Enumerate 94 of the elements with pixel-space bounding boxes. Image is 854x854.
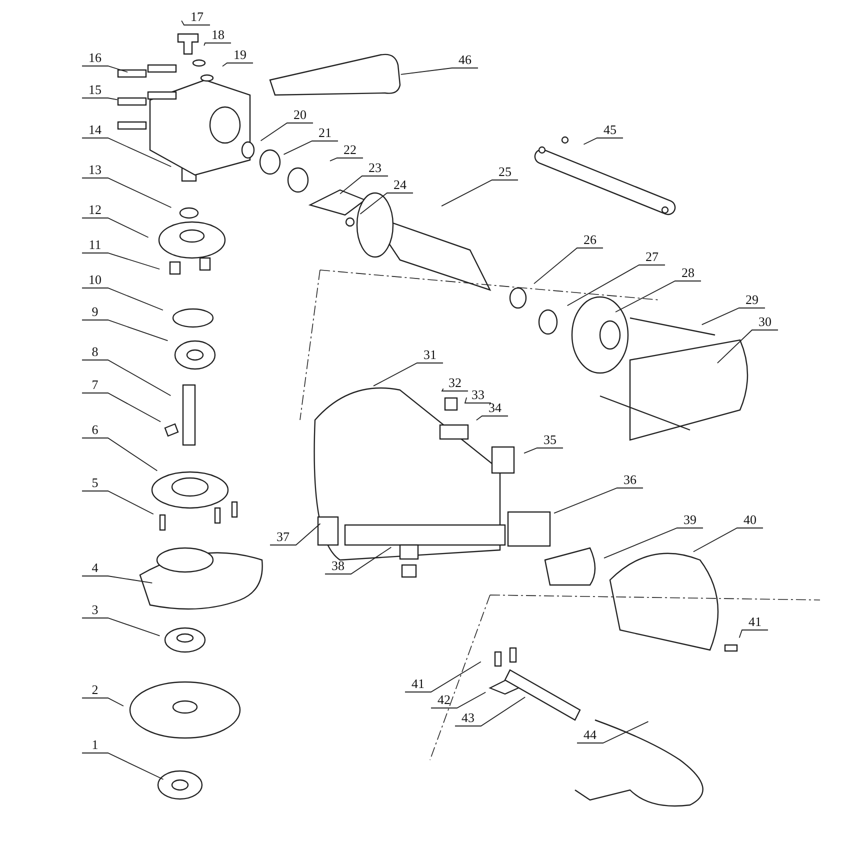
leader-line xyxy=(464,397,492,404)
leader-line xyxy=(716,330,778,364)
callout-number: 40 xyxy=(737,512,763,528)
callout-number: 9 xyxy=(82,304,108,320)
leader-line xyxy=(82,438,158,472)
callout-number: 41 xyxy=(405,676,431,692)
leader-line xyxy=(400,68,478,75)
leader-line xyxy=(454,696,526,726)
callout-number: 45 xyxy=(597,122,623,138)
callout-number: 42 xyxy=(431,692,457,708)
callout-number: 11 xyxy=(82,237,108,253)
leader-line xyxy=(701,308,766,326)
callout-number: 21 xyxy=(312,125,338,141)
leader-line xyxy=(181,20,210,26)
callout-number: 36 xyxy=(617,472,643,488)
callout-number: 46 xyxy=(452,52,478,68)
leader-line xyxy=(82,360,172,396)
leader-line xyxy=(82,490,154,515)
callout-number: 32 xyxy=(442,375,468,391)
leader-line xyxy=(441,388,468,392)
leader-line xyxy=(82,252,160,270)
leader-line xyxy=(270,523,321,546)
leader-line xyxy=(82,698,124,706)
callout-number: 3 xyxy=(82,602,108,618)
leader-line xyxy=(430,692,486,708)
callout-number: 43 xyxy=(455,710,481,726)
callout-number: 27 xyxy=(639,249,665,265)
leader-line xyxy=(615,280,702,312)
callout-number: 38 xyxy=(325,558,351,574)
leader-line xyxy=(692,528,764,552)
callout-number: 15 xyxy=(82,82,108,98)
leader-line xyxy=(260,122,314,142)
leader-line xyxy=(82,618,160,636)
callout-number: 33 xyxy=(465,387,491,403)
callout-number: 13 xyxy=(82,162,108,178)
leader-line xyxy=(283,140,338,155)
callout-number: 18 xyxy=(205,27,231,43)
callout-number: 12 xyxy=(82,202,108,218)
leader-line xyxy=(82,138,172,168)
leader-line xyxy=(404,661,482,692)
callout-number: 29 xyxy=(739,292,765,308)
leader-line xyxy=(524,448,564,454)
leader-line xyxy=(441,180,518,206)
callout-number: 20 xyxy=(287,107,313,123)
callout-number: 10 xyxy=(82,272,108,288)
leader-line xyxy=(554,488,644,514)
callout-number: 34 xyxy=(482,400,508,416)
callout-number: 4 xyxy=(82,560,108,576)
leader-line xyxy=(340,176,388,194)
leader-line xyxy=(330,158,364,162)
leader-line xyxy=(566,264,666,306)
callout-number: 37 xyxy=(270,529,296,545)
callout-number: 25 xyxy=(492,164,518,180)
callout-number: 44 xyxy=(577,727,603,743)
leader-line xyxy=(604,528,704,558)
callout-number: 26 xyxy=(577,232,603,248)
leader-line xyxy=(82,66,128,73)
callout-number: 8 xyxy=(82,344,108,360)
leader-line xyxy=(534,248,604,284)
callout-number: 19 xyxy=(227,47,253,63)
callout-number: 14 xyxy=(82,122,108,138)
callout-number: 23 xyxy=(362,160,388,176)
leader-line xyxy=(324,546,392,574)
leader-line xyxy=(360,192,414,214)
callout-number: 31 xyxy=(417,347,443,363)
callout-number: 24 xyxy=(387,177,413,193)
leader-line xyxy=(82,576,153,584)
leader-line xyxy=(204,42,232,46)
leader-line xyxy=(82,392,162,422)
leader-line xyxy=(583,138,624,145)
callout-number: 17 xyxy=(184,9,210,25)
callout-number: 7 xyxy=(82,377,108,393)
leader-line xyxy=(738,630,768,638)
leader-line xyxy=(82,178,172,208)
leader-line xyxy=(82,98,118,100)
leader-line xyxy=(373,362,444,386)
leader-line xyxy=(222,62,254,67)
callout-number: 35 xyxy=(537,432,563,448)
callout-number: 39 xyxy=(677,512,703,528)
callout-number: 2 xyxy=(82,682,108,698)
callout-number: 16 xyxy=(82,50,108,66)
leader-line xyxy=(82,288,164,311)
leader-line xyxy=(82,752,164,780)
callout-number: 1 xyxy=(82,737,108,753)
leader-line xyxy=(82,218,149,238)
callout-number: 5 xyxy=(82,475,108,491)
callout-number: 28 xyxy=(675,265,701,281)
callout-number: 30 xyxy=(752,314,778,330)
callout-number: 41 xyxy=(742,614,768,630)
leader-line xyxy=(576,721,649,744)
leader-line xyxy=(82,320,168,342)
leader-line xyxy=(476,416,508,421)
callout-number: 22 xyxy=(337,142,363,158)
callout-number: 6 xyxy=(82,422,108,438)
